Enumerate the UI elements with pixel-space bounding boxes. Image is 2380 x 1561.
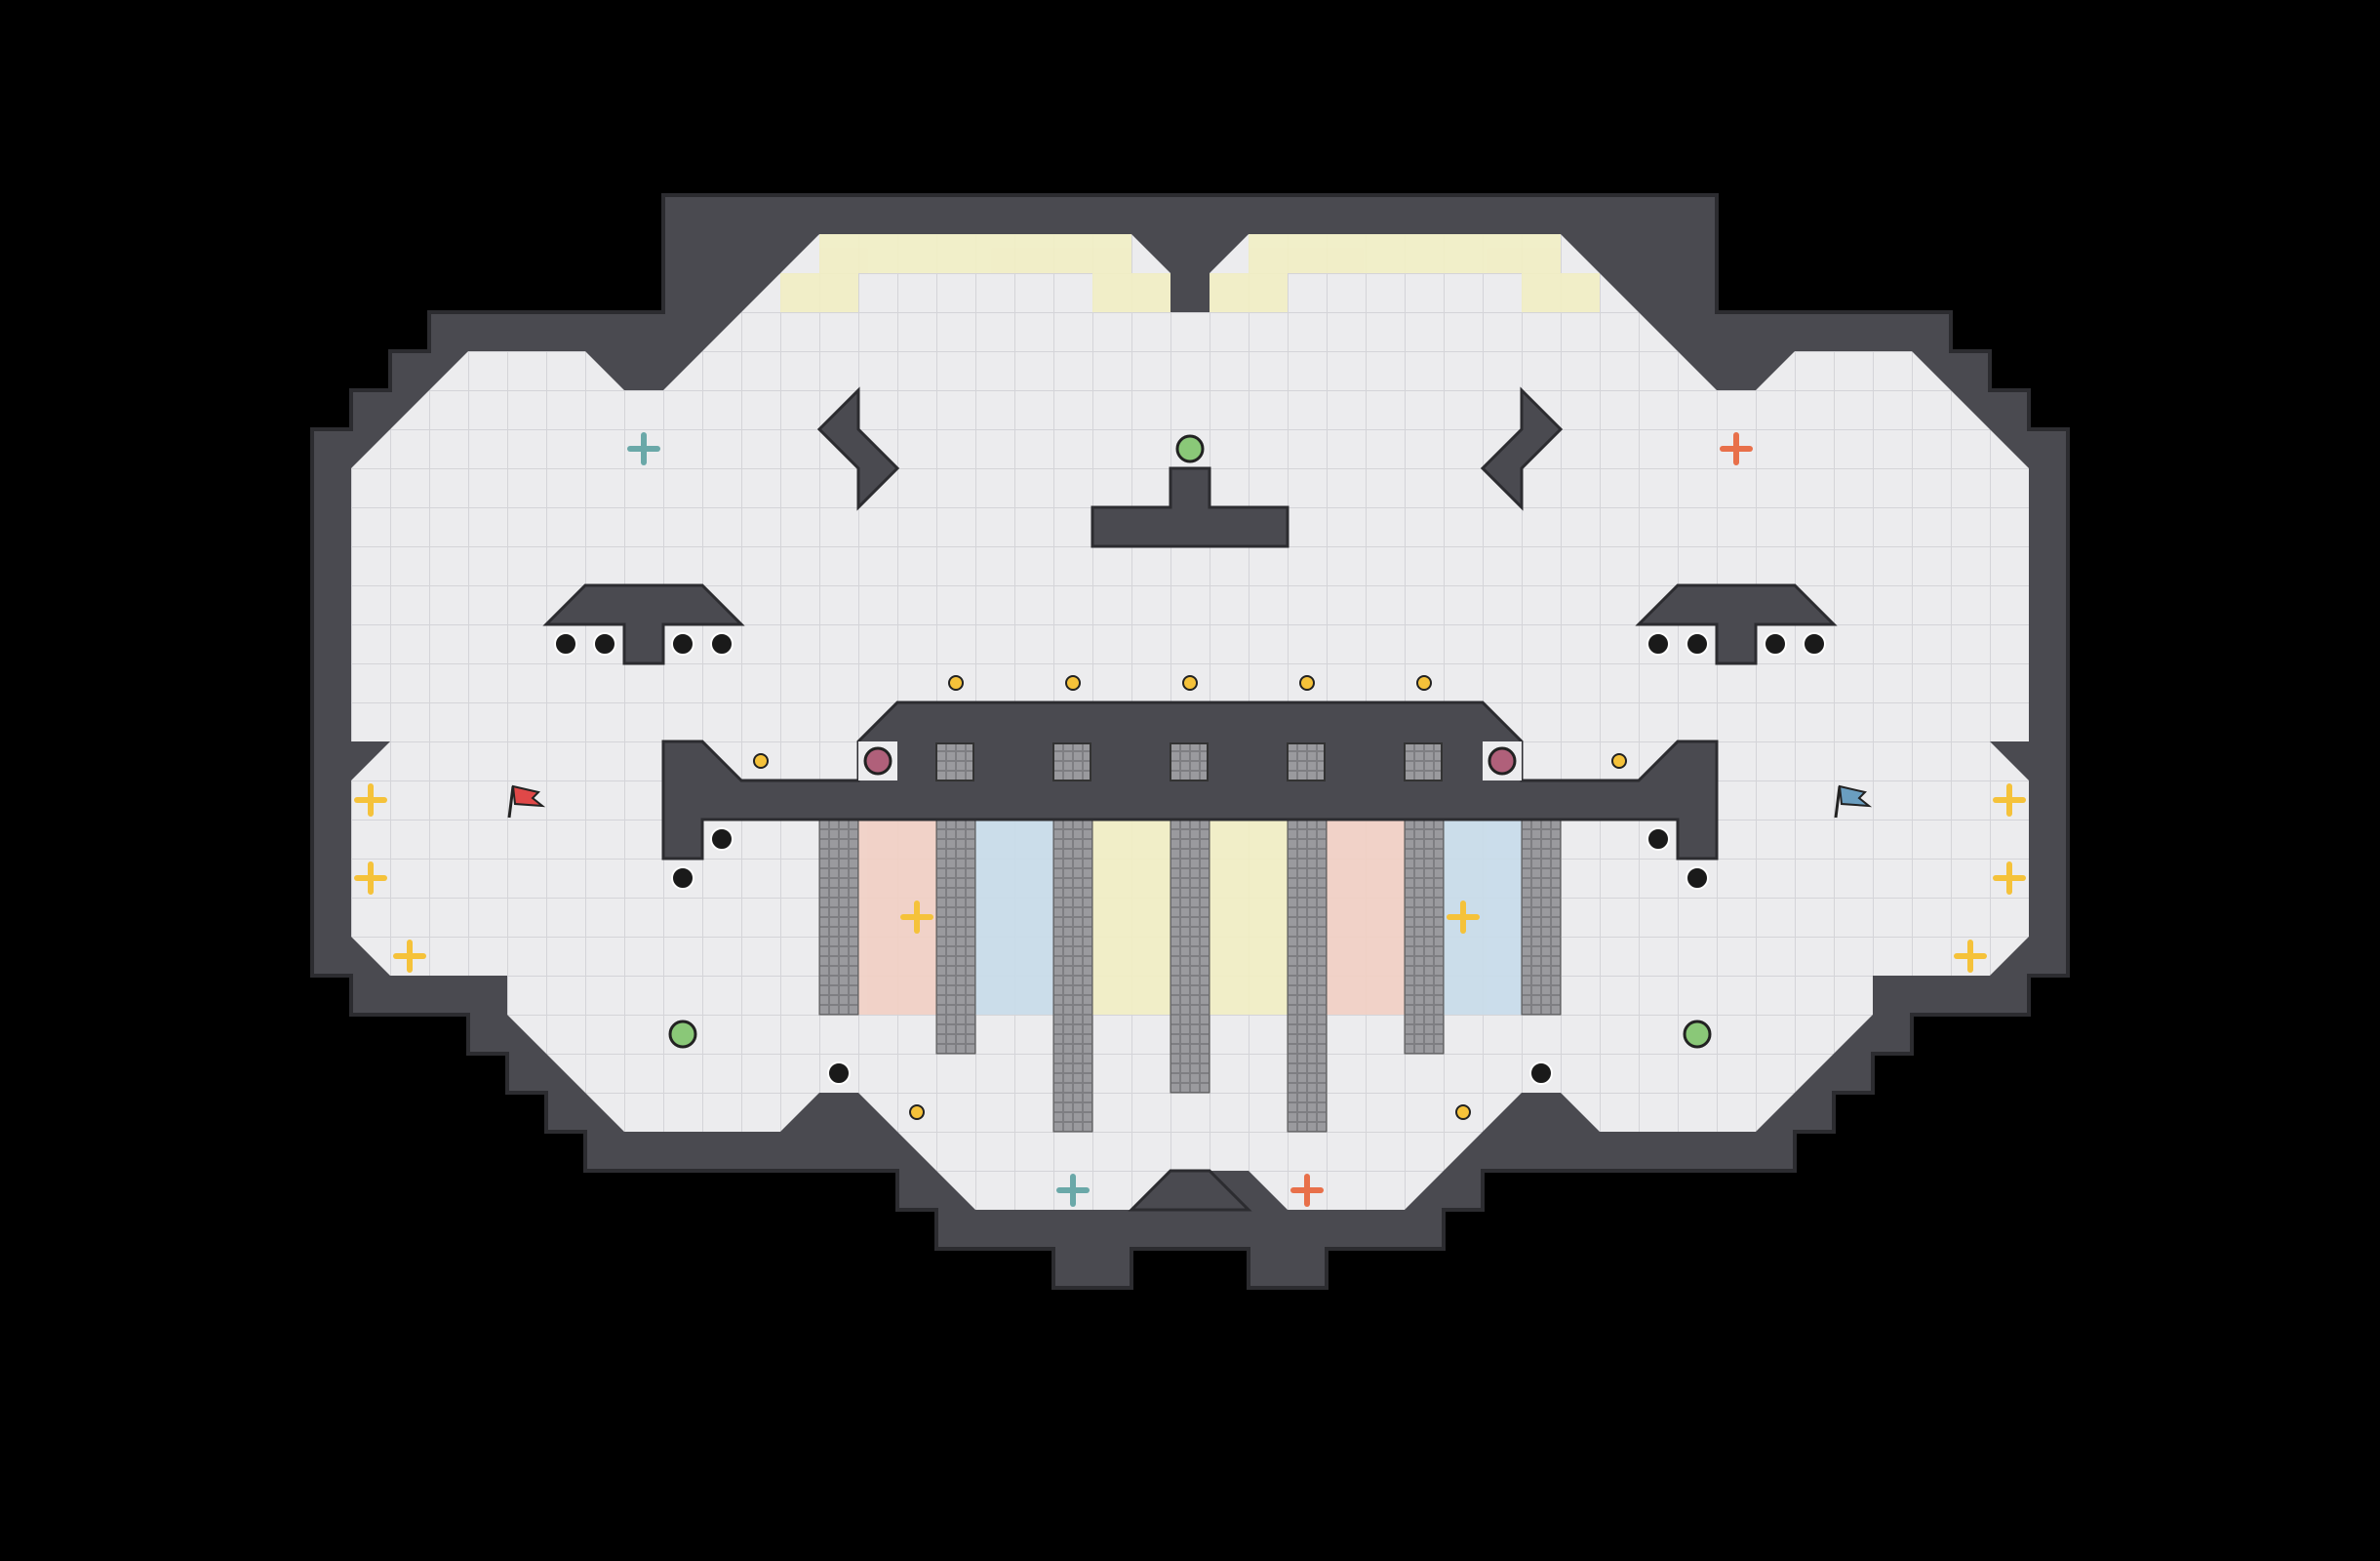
powerup-icon: [668, 1020, 697, 1049]
boost-dot-icon: [1065, 675, 1081, 691]
small-boosts: [753, 675, 1627, 1120]
yellow-boost-icon: [1993, 783, 2026, 817]
yellow-boost-icon: [393, 940, 426, 973]
boost-dot-icon: [753, 753, 769, 769]
yellow-boost-icon: [1954, 940, 1987, 973]
bomb-icon: [1488, 746, 1517, 776]
top-yellow-zone: [780, 234, 1600, 312]
neutral-boosts: [354, 783, 2026, 973]
spike-icon: [1764, 632, 1787, 656]
red-boost-icon: [1290, 1174, 1324, 1207]
center-grates: [818, 819, 1562, 1133]
spike-icon: [671, 866, 694, 890]
bombs: [858, 741, 1522, 780]
spikes: [554, 632, 1826, 1085]
blue-boost-icon: [1056, 1174, 1090, 1207]
boost-dot-icon: [1299, 675, 1315, 691]
boost-dot-icon: [948, 675, 964, 691]
spike-icon: [593, 632, 616, 656]
boost-dot-icon: [1611, 753, 1627, 769]
spike-icon: [1646, 827, 1670, 851]
spike-icon: [554, 632, 577, 656]
spike-icon: [1646, 632, 1670, 656]
spike-icon: [710, 827, 734, 851]
yellow-boost-icon: [1447, 901, 1480, 934]
spike-icon: [1529, 1061, 1553, 1085]
spike-icon: [1803, 632, 1826, 656]
boost-dot-icon: [1455, 1104, 1471, 1120]
powerups: [668, 434, 1712, 1049]
red-flag-icon: [507, 784, 546, 819]
powerup-icon: [1175, 434, 1205, 463]
blue-boost-icon: [627, 432, 660, 465]
boost-dot-icon: [1416, 675, 1432, 691]
blue-team-boosts: [627, 432, 1090, 1207]
red-team-boosts: [1290, 432, 1753, 1207]
spike-icon: [827, 1061, 851, 1085]
red-boost-icon: [1720, 432, 1753, 465]
yellow-boost-icon: [1993, 861, 2026, 895]
boost-dot-icon: [909, 1104, 925, 1120]
bomb-icon: [863, 746, 892, 776]
wall-grates: [935, 742, 1443, 781]
yellow-boost-icon: [900, 901, 933, 934]
blue-flag-icon: [1834, 784, 1873, 819]
yellow-boost-icon: [354, 783, 387, 817]
boost-dot-icon: [1182, 675, 1198, 691]
spike-icon: [1686, 632, 1709, 656]
spike-icon: [710, 632, 734, 656]
yellow-boost-icon: [354, 861, 387, 895]
spike-icon: [671, 632, 694, 656]
powerup-icon: [1683, 1020, 1712, 1049]
spike-icon: [1686, 866, 1709, 890]
